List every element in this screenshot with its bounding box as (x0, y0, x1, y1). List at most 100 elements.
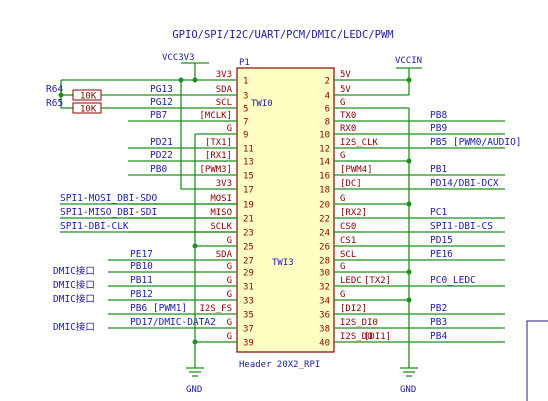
dmic-note: DMIC接口 (53, 293, 95, 305)
pin-name: SCLK (210, 222, 232, 232)
block-label-twi0: TWI0 (251, 99, 273, 109)
net-label: PB7 (150, 110, 167, 121)
pin-name: 5V (340, 85, 351, 95)
left-pin-7: 7 [MCLK] PB7 (128, 110, 248, 128)
net-label: PB2 (430, 303, 447, 314)
right-pin-22: 22[RX2]PC1 (319, 207, 505, 225)
net-label: PE17 (130, 249, 153, 260)
right-pin-30: 30G (319, 262, 345, 279)
net-label: SPI1-DBI-CS (430, 221, 493, 232)
pin-number: 15 (243, 172, 254, 182)
left-pin-column: 13V33SDAPG135SCLPG127[MCLK]PB79G11[TX1]P… (53, 70, 254, 349)
connector-name: Header 20X2_RPI (239, 360, 320, 370)
pin-number: 23 (243, 229, 254, 239)
r64-value: 10K (80, 92, 97, 102)
pin-name: CS1 (340, 236, 356, 246)
right-ground-label: GND (400, 385, 416, 395)
adjacent-sheet-border (526, 320, 548, 401)
pin-name: 5V (340, 70, 351, 80)
vcc3v3-label: VCC3V3 (162, 53, 195, 63)
r65-value: 10K (80, 105, 97, 115)
pin-number: 29 (243, 269, 254, 279)
pin-number: 19 (243, 201, 254, 211)
pin-number: 24 (319, 229, 330, 239)
right-pin-36: 36[DI2]PB2 (319, 303, 505, 321)
pin-number: 40 (319, 339, 330, 349)
connector-body (236, 67, 335, 353)
net-label: PB6 [PWM1] (130, 303, 187, 314)
pin-name: SCL (216, 98, 232, 108)
pin-number: 16 (319, 172, 330, 182)
net-label: SPI1-DBI-CLK (60, 221, 129, 232)
right-pin-34: 34G (319, 290, 345, 307)
pin-name: 3V3 (216, 179, 232, 189)
pin-number: 21 (243, 215, 254, 225)
pin-name: G (340, 262, 345, 272)
pin-name: [TX1] (205, 138, 232, 148)
net-label: PB3 (430, 317, 447, 328)
right-pin-16: 16 [PWM4] PB1 (319, 164, 505, 182)
pin-name: G (340, 151, 345, 161)
pin-number: 38 (319, 325, 330, 335)
net-label: PC1 (430, 207, 447, 218)
pin-name: [PWM4] (340, 165, 373, 175)
pin-name: [RX1] (205, 151, 232, 161)
right-pin-6: 6G (325, 98, 346, 115)
left-pin-13: 13[RX1]PD22 (128, 150, 254, 168)
pin-number: 7 (243, 118, 248, 128)
pin-number: 2 (325, 77, 330, 87)
pin-number: 25 (243, 243, 254, 253)
net-label: PB11 (130, 275, 153, 286)
left-pin-15: 15[PWM3]PB0 (128, 164, 254, 182)
left-ground-label: GND (186, 385, 202, 395)
net-label: PB1 (430, 164, 447, 175)
pullup-resistors: 10K 10K R64 R65 (46, 80, 237, 115)
net-label: PB12 (130, 289, 153, 300)
right-pin-18: 18[DC]PD14/DBI-DCX (319, 178, 505, 196)
pin-name: MOSI (210, 194, 232, 204)
pin-number: 5 (243, 105, 248, 115)
net-label: PD15 (430, 235, 453, 246)
net-label: PB8 (430, 110, 447, 121)
pin-number: 22 (319, 215, 330, 225)
net-label: PD21 (150, 137, 173, 148)
schematic-title: GPIO/SPI/I2C/UART/PCM/DMIC/LEDC/PWM (172, 29, 393, 41)
pin-number: 31 (243, 283, 254, 293)
pin-name: CS0 (340, 222, 356, 232)
pin-number: 12 (319, 145, 330, 155)
connector-ref: P1 (239, 58, 250, 68)
net-label: PD17/DMIC-DATA2 (130, 317, 216, 328)
pin-number: 18 (319, 186, 330, 196)
pin-name: I2S_CLK (340, 138, 379, 148)
net-label: SPI1-MOSI_DBI-SDO (60, 193, 158, 204)
pin-number: 27 (243, 257, 254, 267)
pin-name: MISO (210, 208, 232, 218)
pin-name: G (227, 318, 232, 328)
pin-name: SDA (216, 85, 233, 95)
pin-name: [MCLK] (199, 111, 232, 121)
pin-name: G (340, 98, 345, 108)
pin-number: 4 (325, 92, 330, 102)
pin-name: G (227, 262, 232, 272)
pin-name: G (227, 332, 232, 342)
pin-number: 3 (243, 92, 248, 102)
pin-name: I2S_FS (199, 304, 232, 314)
net-label: PG13 (150, 84, 173, 95)
pin-name: [PWM3] (199, 165, 232, 175)
pin-number: 13 (243, 158, 254, 168)
pin-number: 17 (243, 186, 254, 196)
pin-number: 14 (319, 158, 330, 168)
pin-alt-label: LEDC (340, 276, 362, 286)
pin-number: 34 (319, 297, 330, 307)
right-pin-14: 14 G (319, 151, 345, 168)
pin-name: [DI1] (364, 332, 391, 342)
pin-number: 9 (243, 131, 248, 141)
